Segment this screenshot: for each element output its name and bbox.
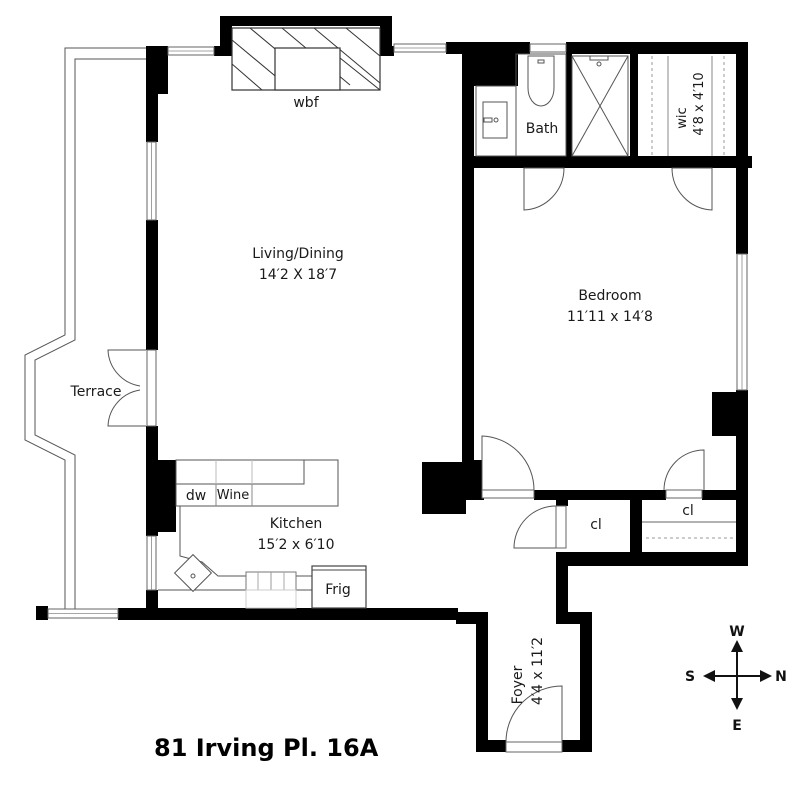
arrow-right-icon bbox=[760, 670, 772, 682]
closets bbox=[642, 521, 736, 539]
kitchen-counters bbox=[158, 459, 367, 609]
bedroom-name: Bedroom bbox=[578, 288, 641, 304]
bath-fixtures bbox=[475, 53, 629, 157]
arrow-left-icon bbox=[703, 670, 715, 682]
terrace-label: Terrace bbox=[70, 384, 122, 400]
doors bbox=[107, 167, 713, 753]
kitchen-size: 15′2 x 6′10 bbox=[258, 537, 335, 553]
plan-title: 81 Irving Pl. 16A bbox=[154, 734, 379, 762]
compass-top: W bbox=[729, 624, 744, 640]
bath-label: Bath bbox=[526, 121, 559, 137]
wine-label: Wine bbox=[217, 488, 249, 503]
dishwasher-label: dw bbox=[186, 488, 206, 504]
closet2-label: cl bbox=[682, 503, 694, 519]
windows bbox=[47, 43, 748, 619]
fireplace-label: wbf bbox=[293, 95, 319, 111]
living-name: Living/Dining bbox=[252, 246, 344, 262]
terrace-outline bbox=[24, 47, 146, 610]
wic-closet bbox=[651, 56, 725, 156]
arrow-up-icon bbox=[731, 640, 743, 652]
fridge-label: Frig bbox=[325, 582, 351, 598]
compass-right: N bbox=[775, 669, 787, 685]
wic-size: 4′8 x 4′10 bbox=[692, 72, 707, 135]
foyer-name: Foyer bbox=[510, 665, 526, 704]
wic-label: wic bbox=[675, 107, 690, 128]
compass-left: S bbox=[685, 669, 695, 685]
compass-bottom: E bbox=[732, 718, 742, 734]
kitchen-name: Kitchen bbox=[270, 516, 323, 532]
closet1-label: cl bbox=[590, 517, 602, 533]
walls bbox=[36, 16, 752, 752]
arrow-down-icon bbox=[731, 698, 743, 710]
fireplace bbox=[231, 27, 381, 91]
compass-rose bbox=[703, 640, 772, 710]
living-size: 14′2 X 18′7 bbox=[259, 267, 337, 283]
bedroom-size: 11′11 x 14′8 bbox=[567, 309, 653, 325]
foyer-size: 4′4 x 11′2 bbox=[530, 637, 546, 705]
